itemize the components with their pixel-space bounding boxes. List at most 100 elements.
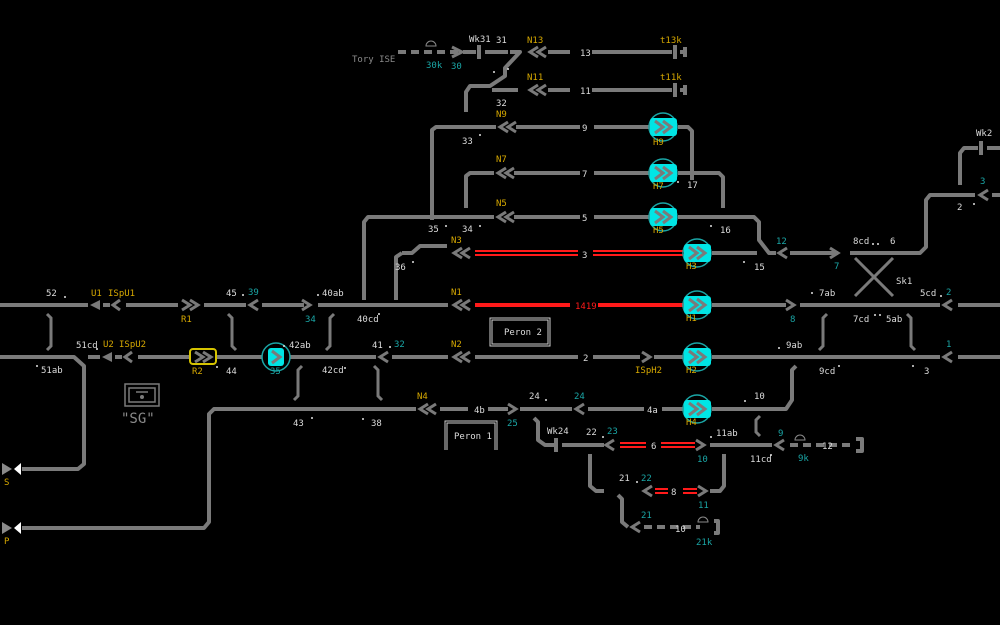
signal-n1-arrow[interactable] [451,298,471,312]
switch-24-wk24[interactable] [532,416,554,447]
switch-31-32[interactable] [464,50,522,112]
signal-n3-arrow[interactable] [451,246,471,260]
signal-h7[interactable] [648,158,678,188]
track-8-occupied[interactable] [655,488,697,494]
signal-u2-icon[interactable] [102,352,112,362]
signal-isph2-arrow[interactable] [641,350,653,364]
signal-35-circle[interactable] [261,342,291,372]
signal-34-arrow[interactable] [301,298,313,312]
signal-r1-arrow[interactable] [181,298,201,312]
signal-23-arrow[interactable] [603,438,615,452]
crossover-42cd-43[interactable] [292,364,304,402]
signal-10-arrow[interactable] [695,438,707,452]
signal-n11-arrow[interactable] [527,83,547,97]
track-8-east[interactable] [710,454,726,493]
signal-n7-arrow[interactable] [495,166,515,180]
signal-ispu1-arrow[interactable] [110,298,121,312]
track-5-east[interactable] [678,215,776,255]
signal-n5-arrow[interactable] [495,210,515,224]
shunting-signal-30k-icon[interactable] [425,40,437,47]
label-3-cyan: 3 [980,177,985,187]
label-track-10: 10 [675,525,686,535]
signal-21-arrow[interactable] [629,520,641,534]
scissors-crossover-sk1[interactable] [853,256,895,298]
track-51ab-s[interactable] [0,355,86,471]
signal-39-arrow[interactable] [247,298,259,312]
signal-h9[interactable] [648,112,678,142]
track-36-link[interactable] [394,251,404,300]
signal-h3[interactable] [682,238,712,268]
crossover-5-3[interactable] [905,312,917,352]
label-h2: H2 [686,366,697,376]
label-33: 33 [462,137,473,147]
label-8cd: 8cd [853,237,869,247]
track-wk2[interactable] [958,146,978,185]
switch-21-10[interactable] [616,493,630,529]
label-43: 43 [293,419,304,429]
label-35-cyan: 35 [270,367,281,377]
crossover-10-11[interactable] [754,414,762,438]
label-42cd: 42cd [322,366,344,376]
track-9-east[interactable] [678,125,694,180]
signal-u1-icon[interactable] [90,300,100,310]
track-tory-ise[interactable] [398,45,476,59]
signal-p-grey-icon[interactable] [2,522,12,534]
track-6-occupied[interactable] [620,442,695,448]
signal-12-arrow[interactable] [776,246,788,260]
signal-n9-arrow[interactable] [497,120,517,134]
signal-h1[interactable] [682,290,712,320]
signal-7-arrow[interactable] [829,246,841,260]
label-track-12: 12 [822,442,833,452]
label-signal-u1: U1 [91,289,102,299]
crossover-45-44[interactable] [226,312,238,352]
track-10[interactable] [712,364,798,411]
signal-9-arrow[interactable] [773,438,785,452]
signal-n2-arrow[interactable] [451,350,471,364]
signal-n13-arrow[interactable] [527,45,547,59]
label-track-1419: 1419 [575,302,597,312]
crossover-42cd-38[interactable] [372,364,384,402]
label-6: 6 [890,237,895,247]
signal-25-arrow[interactable] [507,402,519,416]
signal-2-arrow[interactable] [941,298,953,312]
signal-p-white-icon[interactable] [14,522,21,534]
signal-ispu2-arrow[interactable] [122,350,133,364]
signal-n4-arrow[interactable] [417,402,437,416]
label-track-2: 2 [583,354,588,364]
track-separator-wk24 [554,438,558,452]
track-p-43[interactable] [22,407,416,530]
track-7-east[interactable] [678,171,725,208]
switch-36[interactable] [402,244,447,255]
signal-h4[interactable] [682,394,712,424]
signal-h5[interactable] [648,202,678,232]
label-8: 8 [790,315,795,325]
signal-r2-arrow[interactable] [194,350,214,364]
signal-r2-selected[interactable] [189,348,217,365]
label-h3: H3 [686,262,697,272]
switch-21[interactable] [588,454,604,493]
track-8cd-6[interactable] [850,193,975,255]
signal-s-grey-icon[interactable] [2,463,12,475]
signal-32-arrow[interactable] [377,350,389,364]
signal-24-arrow[interactable] [573,402,585,416]
crossover-7-9[interactable] [817,312,829,352]
signal-11-arrow[interactable] [697,484,709,498]
crossover-40-42[interactable] [324,312,336,352]
signal-s-white-icon[interactable] [14,463,21,475]
signal-22-arrow[interactable] [641,484,653,498]
track-3-occupied[interactable] [475,250,684,256]
signal-box-sg-icon[interactable] [124,383,160,407]
signal-3-arrow[interactable] [977,188,989,202]
shunting-signal-21k-icon[interactable] [697,516,709,523]
buffer-13 [680,47,687,57]
label-40cd: 40cd [357,315,379,325]
label-h5: H5 [653,226,664,236]
label-45: 45 [226,289,237,299]
shunting-signal-9k-icon[interactable] [794,434,806,441]
signal-8-arrow[interactable] [785,298,797,312]
track-5[interactable] [362,215,660,300]
label-24: 24 [529,392,540,402]
signal-1-arrow[interactable] [941,350,953,364]
crossover-52-51[interactable] [45,312,53,352]
signal-h2[interactable] [682,342,712,372]
